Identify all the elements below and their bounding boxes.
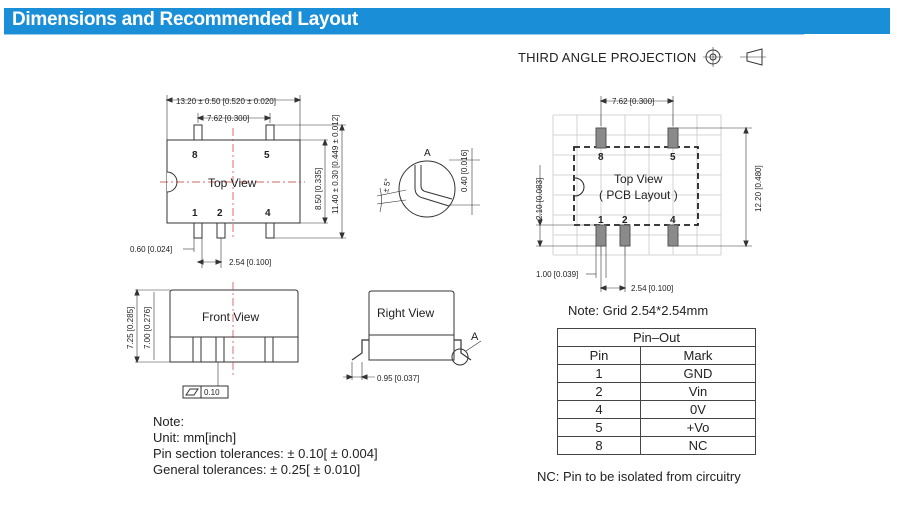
pinout-table: Pin–Out Pin Mark 1 GND 2 Vin 4 0V 5 +Vo … <box>557 328 756 455</box>
pin-1-label: 1 <box>192 208 198 219</box>
note-unit: Unit: mm[inch] <box>153 430 237 445</box>
pcb-dim-pad-width: 1.00 [0.039] <box>536 270 578 279</box>
pin-cell: 4 <box>557 400 641 419</box>
mark-cell: GND <box>640 364 756 383</box>
section-title: Dimensions and Recommended Layout <box>12 9 358 30</box>
dim-pin-width: 0.60 [0.024] <box>130 245 172 254</box>
pcb-pin-4-label: 4 <box>670 215 676 226</box>
pinout-title-row: Pin–Out <box>557 328 756 347</box>
top-view-label: Top View <box>208 176 257 190</box>
nc-note: NC: Pin to be isolated from circuitry <box>537 469 741 484</box>
dim-front-height-1: 7.25 [0.285] <box>126 307 135 349</box>
right-view-label: Right View <box>377 306 434 320</box>
pcb-label-line2: ( PCB Layout ) <box>599 188 678 202</box>
dim-pin-span: 7.62 [0.300] <box>207 114 249 123</box>
right-view-marker: A <box>471 331 479 343</box>
grid-note: Note: Grid 2.54*2.54mm <box>568 303 709 318</box>
pcb-dim-pin-span: 7.62 [0.300] <box>612 97 654 106</box>
top-view-drawing <box>160 95 346 268</box>
dim-overall-width: 13.20 ± 0.50 [0.520 ± 0.020] <box>176 97 276 106</box>
dim-front-height-2: 7.00 [0.276] <box>143 307 152 349</box>
table-row: 5 +Vo <box>557 418 756 437</box>
mark-cell: Vin <box>640 382 756 401</box>
mark-cell: +Vo <box>640 418 756 437</box>
projection-symbol <box>703 47 766 67</box>
pcb-pin-8-label: 8 <box>598 152 604 163</box>
pin-2-label: 2 <box>217 208 223 219</box>
pinout-header-pin: Pin <box>557 346 641 365</box>
dim-pitch: 2.54 [0.100] <box>229 258 271 267</box>
dim-body-height: 8.50 [0.335] <box>314 168 323 210</box>
front-view-label: Front View <box>202 310 259 324</box>
pin-cell: 5 <box>557 418 641 437</box>
right-view-drawing <box>343 290 482 380</box>
pinout-title: Pin–Out <box>557 328 756 347</box>
mark-cell: 0V <box>640 400 756 419</box>
detail-a-thickness: 0.40 [0.016] <box>460 150 469 192</box>
pcb-dim-row-offset: 2.10 [0.083] <box>535 178 544 220</box>
note-pin-tolerance: Pin section tolerances: ± 0.10[ ± 0.004] <box>153 446 378 461</box>
pin-cell: 1 <box>557 364 641 383</box>
dim-foot: 0.95 [0.037] <box>377 374 419 383</box>
section-header: Dimensions and Recommended Layout <box>4 8 890 34</box>
pcb-label-line1: Top View <box>614 172 663 186</box>
pin-5-label: 5 <box>264 150 270 161</box>
pin-4-label: 4 <box>265 208 271 219</box>
pcb-pin-2-label: 2 <box>622 215 628 226</box>
pinout-header-row: Pin Mark <box>557 346 756 365</box>
note-general-tolerance: General tolerances: ± 0.25[ ± 0.010] <box>153 462 361 477</box>
header-underline <box>4 34 804 35</box>
dim-overall-height-label: 11.40 ± 0.30 [0.449 ± 0.012] <box>331 115 340 214</box>
pinout-header-mark: Mark <box>640 346 756 365</box>
front-view-drawing <box>134 282 299 399</box>
pcb-dim-pitch: 2.54 [0.100] <box>631 284 673 293</box>
table-row: 1 GND <box>557 364 756 383</box>
pcb-pin-1-label: 1 <box>598 215 604 226</box>
table-row: 2 Vin <box>557 382 756 401</box>
pin-cell: 2 <box>557 382 641 401</box>
projection-label: THIRD ANGLE PROJECTION <box>518 50 697 65</box>
pcb-dim-height: 12.20 [0.480] <box>754 165 763 212</box>
pin-cell: 8 <box>557 436 641 455</box>
table-row: 8 NC <box>557 436 756 455</box>
table-row: 4 0V <box>557 400 756 419</box>
pcb-layout-drawing <box>536 96 752 292</box>
detail-a-angle: ± 5° <box>381 178 392 194</box>
note-heading: Note: <box>153 414 185 429</box>
flatness-value: 0.10 <box>204 388 220 397</box>
detail-a-drawing <box>376 148 480 218</box>
detail-a-label: A <box>424 148 431 159</box>
pin-8-label: 8 <box>192 150 198 161</box>
mark-cell: NC <box>640 436 756 455</box>
pcb-pin-5-label: 5 <box>670 152 676 163</box>
